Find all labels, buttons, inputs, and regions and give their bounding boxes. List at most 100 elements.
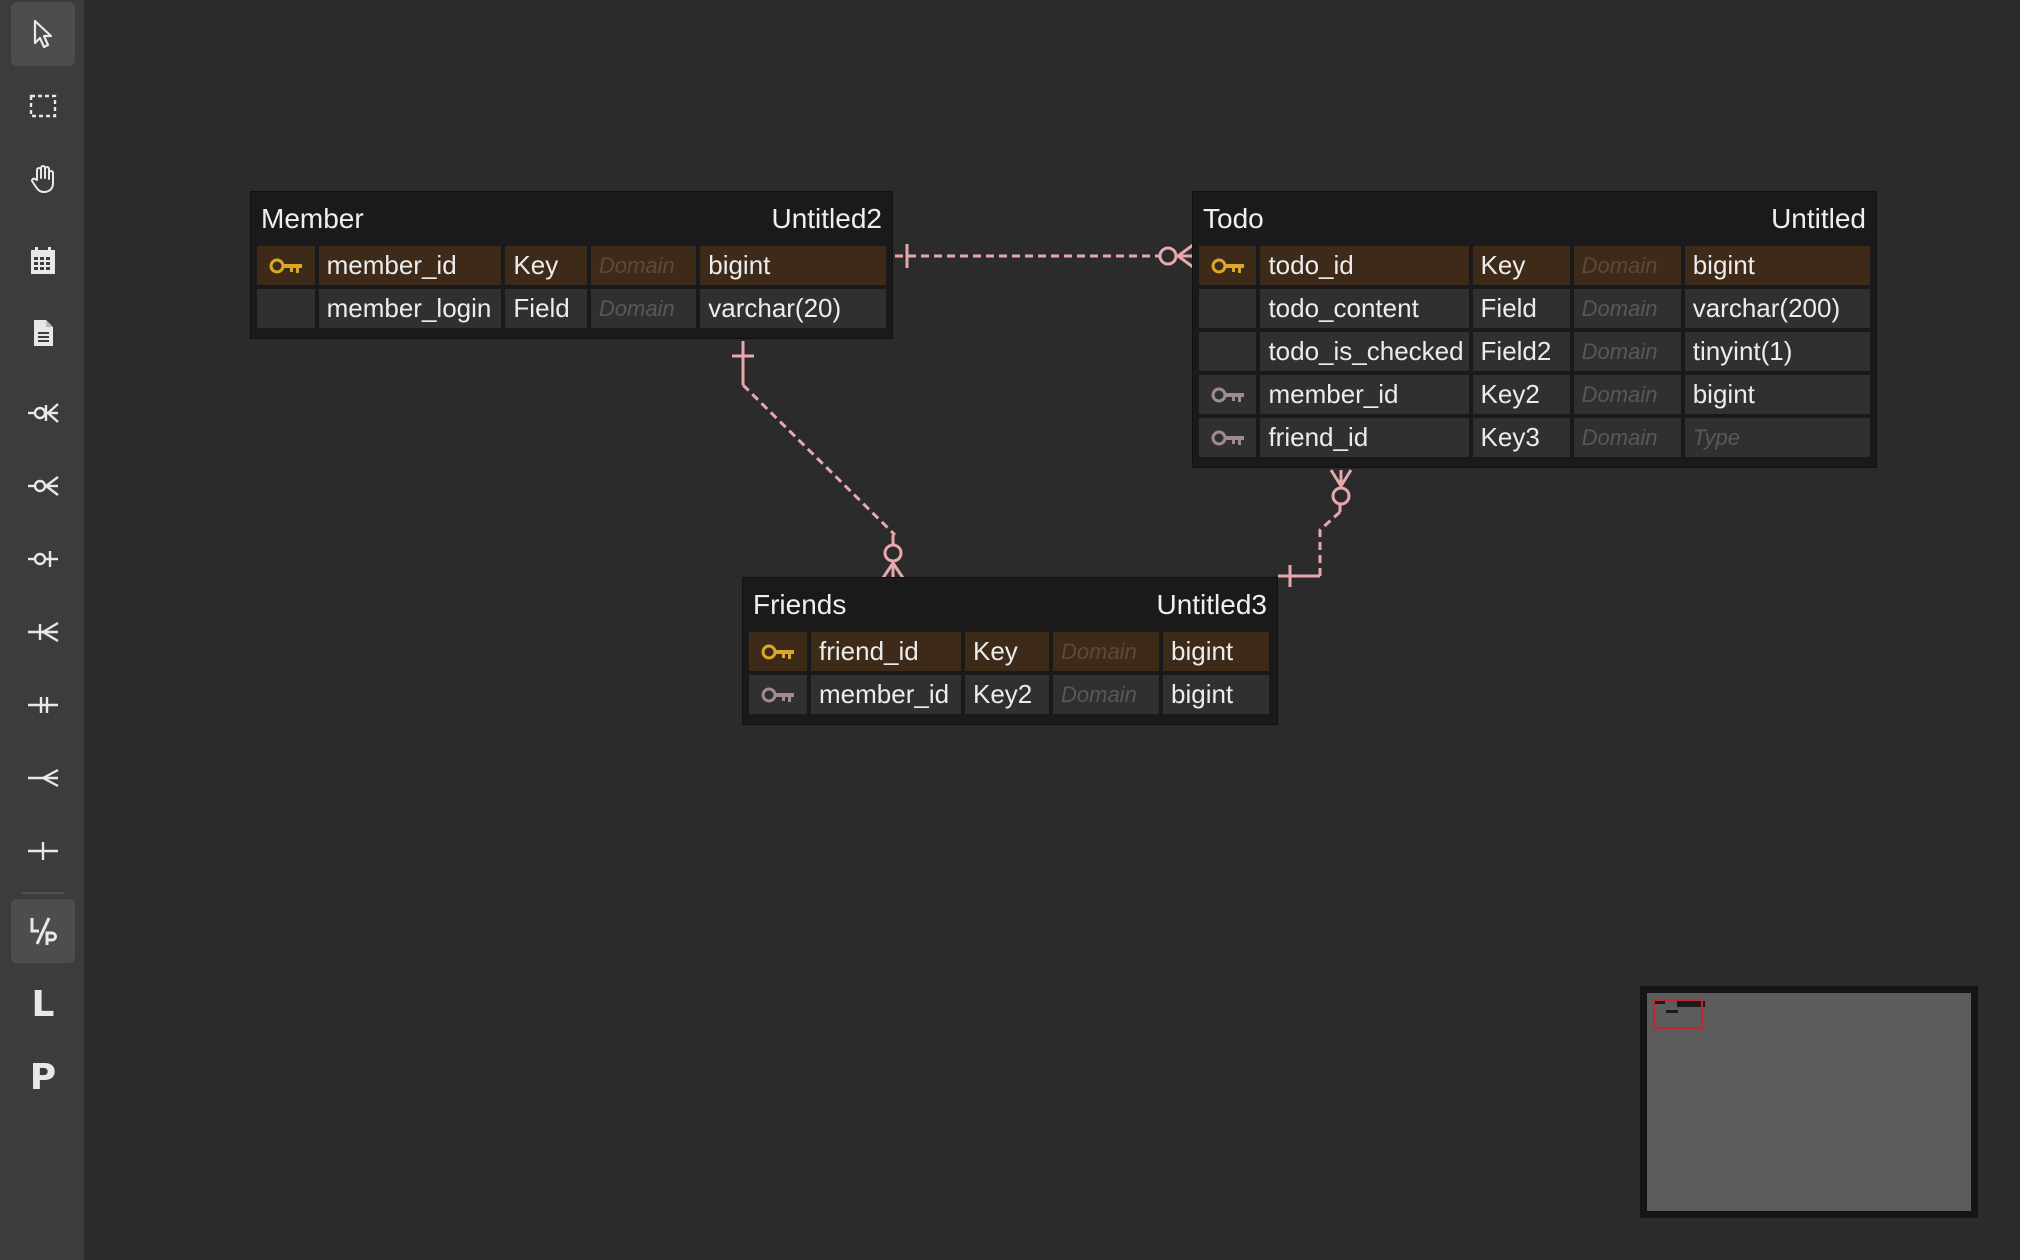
table-header[interactable]: Member Untitled2 [251, 192, 892, 246]
column-type[interactable]: bigint [1163, 675, 1269, 714]
physical-tool[interactable]: P [11, 1045, 75, 1109]
relation-one-n-tool[interactable] [11, 600, 75, 664]
column-name[interactable]: member_id [811, 675, 961, 714]
column-domain[interactable]: Domain [1573, 375, 1681, 414]
column-row[interactable]: member_login Field Domain varchar(20) [257, 289, 887, 330]
table-header[interactable]: Friends Untitled3 [743, 578, 1277, 632]
column-logical-name[interactable]: Field [505, 289, 587, 328]
minimap-canvas[interactable] [1647, 993, 1971, 1211]
hand-icon [31, 165, 54, 193]
pointer-tool[interactable] [11, 2, 75, 66]
relation-zero-n-tool[interactable] [11, 454, 75, 518]
key-cell [257, 246, 315, 285]
column-logical-name[interactable]: Field [1472, 289, 1570, 328]
pointer-icon [33, 19, 53, 49]
table-todo[interactable]: Todo Untitled todo_id Key Domain bigint … [1193, 192, 1876, 467]
column-row[interactable]: member_id Key2 Domain bigint [1199, 375, 1871, 416]
minimap-table [1677, 1001, 1705, 1007]
foreign-key-icon [761, 687, 794, 702]
column-domain[interactable]: Domain [1053, 675, 1159, 714]
physical-label: P [29, 1056, 57, 1098]
column-type[interactable]: varchar(20) [700, 289, 887, 328]
column-row[interactable]: todo_is_checked Field2 Domain tinyint(1) [1199, 332, 1871, 373]
key-cell [749, 675, 807, 714]
dashed-select-icon [29, 94, 57, 118]
logical-tool[interactable]: L [11, 972, 75, 1036]
relation-one-only-icon [28, 697, 58, 713]
column-type[interactable]: tinyint(1) [1684, 332, 1871, 371]
hand-tool[interactable] [11, 147, 75, 211]
key-cell [1199, 246, 1257, 285]
column-domain[interactable]: Domain [1573, 289, 1681, 328]
relation-one-only-tool[interactable] [11, 673, 75, 737]
relation-zero-n-icon [28, 476, 59, 496]
column-row[interactable]: member_id Key2 Domain bigint [749, 675, 1271, 716]
column-logical-name[interactable]: Key [1472, 246, 1570, 285]
relation-member-friends[interactable] [741, 383, 897, 537]
column-name[interactable]: todo_content [1260, 289, 1469, 328]
foreign-key-icon [1211, 387, 1244, 402]
column-logical-name[interactable]: Key2 [965, 675, 1049, 714]
relation-n-icon [28, 768, 59, 788]
column-type[interactable]: varchar(200) [1684, 289, 1871, 328]
column-logical-name[interactable]: Field2 [1472, 332, 1570, 371]
column-type[interactable]: bigint [700, 246, 887, 285]
column-row[interactable]: friend_id Key3 Domain Type [1199, 418, 1871, 459]
table-comment: Untitled [1771, 203, 1866, 234]
column-logical-name[interactable]: Key3 [1472, 418, 1570, 457]
column-row[interactable]: member_id Key Domain bigint [257, 246, 887, 287]
column-type[interactable]: bigint [1684, 375, 1871, 414]
table-tool[interactable] [11, 229, 75, 293]
column-name[interactable]: member_id [318, 246, 502, 285]
key-cell [1199, 375, 1257, 414]
primary-key-icon [1211, 258, 1244, 273]
column-row[interactable]: friend_id Key Domain bigint [749, 632, 1271, 673]
column-domain[interactable]: Domain [590, 246, 697, 285]
column-logical-name[interactable]: Key2 [1472, 375, 1570, 414]
column-name[interactable]: friend_id [811, 632, 961, 671]
column-type[interactable]: Type [1684, 418, 1871, 457]
foreign-key-icon [1211, 430, 1244, 445]
column-domain[interactable]: Domain [1573, 246, 1681, 285]
relation-one-n-icon [28, 621, 59, 643]
column-logical-name[interactable]: Key [965, 632, 1049, 671]
primary-key-icon [761, 644, 794, 659]
column-type[interactable]: bigint [1163, 632, 1269, 671]
logical-physical-icon [30, 917, 57, 945]
key-cell [1199, 332, 1257, 371]
column-name[interactable]: friend_id [1260, 418, 1469, 457]
column-name[interactable]: member_login [318, 289, 502, 328]
memo-icon [34, 320, 53, 346]
column-domain[interactable]: Domain [1053, 632, 1159, 671]
key-cell [749, 632, 807, 671]
select-tool[interactable] [11, 74, 75, 138]
table-comment: Untitled2 [771, 203, 882, 234]
table-friends[interactable]: Friends Untitled3 friend_id Key Domain b… [743, 578, 1277, 724]
minimap[interactable] [1640, 986, 1978, 1218]
relation-n-tool[interactable] [11, 746, 75, 810]
relation-friends-todo[interactable] [1318, 510, 1342, 576]
toolbar: L P [0, 0, 84, 1260]
memo-tool[interactable] [11, 301, 75, 365]
column-logical-name[interactable]: Key [505, 246, 587, 285]
column-domain[interactable]: Domain [1573, 418, 1681, 457]
column-name[interactable]: member_id [1260, 375, 1469, 414]
column-domain[interactable]: Domain [590, 289, 697, 328]
table-icon [31, 247, 55, 274]
column-name[interactable]: todo_id [1260, 246, 1469, 285]
relation-one-tool[interactable] [11, 819, 75, 883]
relation-one-icon [28, 842, 58, 860]
table-member[interactable]: Member Untitled2 member_id Key Domain bi… [251, 192, 892, 338]
column-name[interactable]: todo_is_checked [1260, 332, 1469, 371]
relation-zero-one-tool[interactable] [11, 527, 75, 591]
table-header[interactable]: Todo Untitled [1193, 192, 1876, 246]
key-cell [1199, 418, 1257, 457]
column-row[interactable]: todo_content Field Domain varchar(200) [1199, 289, 1871, 330]
column-row[interactable]: todo_id Key Domain bigint [1199, 246, 1871, 287]
table-name: Member [261, 203, 364, 234]
column-type[interactable]: bigint [1684, 246, 1871, 285]
minimap-viewport[interactable] [1653, 999, 1703, 1029]
relation-zero-one-n-tool[interactable] [11, 381, 75, 445]
column-domain[interactable]: Domain [1573, 332, 1681, 371]
logical-physical-tool[interactable] [11, 899, 75, 963]
